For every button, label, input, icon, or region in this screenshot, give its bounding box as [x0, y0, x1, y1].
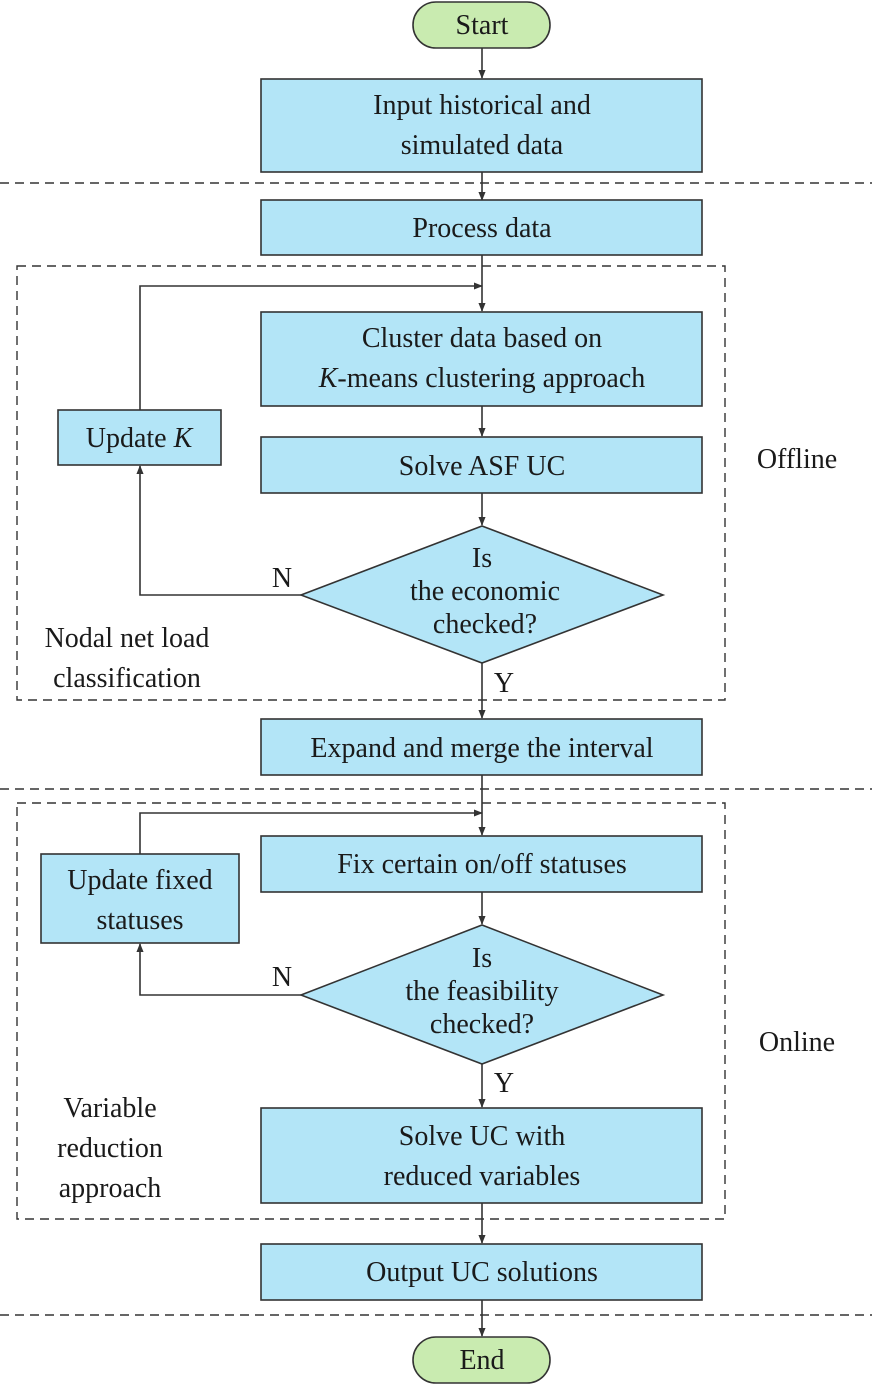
economic-decision-line2: the economic: [410, 576, 560, 607]
process-data-node: Process data: [260, 199, 703, 256]
reduction-region-label-line3: approach: [59, 1173, 162, 1204]
solve-uc-reduced-line1: Solve UC with: [399, 1121, 565, 1152]
cluster-data-label-line1: Cluster data based on: [362, 323, 602, 354]
solve-asf-uc-label: Solve ASF UC: [399, 451, 566, 482]
classification-region-box: [16, 265, 726, 701]
feasibility-no-label: N: [272, 962, 292, 993]
expand-merge-label: Expand and merge the interval: [310, 733, 653, 764]
economic-decision-line3: checked?: [433, 609, 537, 640]
update-k-label: Update K: [86, 423, 194, 454]
classification-region-label-line1: Nodal net load: [45, 623, 210, 654]
feasibility-decision: Is the feasibility checked?: [298, 924, 666, 1065]
fix-statuses-label: Fix certain on/off statuses: [337, 849, 627, 880]
feasibility-decision-line1: Is: [472, 943, 492, 974]
arrow-feasibility-no: [136, 943, 301, 996]
update-fixed-statuses-node: Update fixed statuses: [40, 853, 240, 944]
economic-no-label: N: [272, 563, 292, 594]
reduction-region-box: [16, 802, 726, 1220]
online-phase-label: Online: [759, 1027, 835, 1058]
arrow-update-fixed-loop: [139, 809, 483, 854]
update-fixed-statuses-line2: statuses: [96, 905, 183, 936]
end-label: End: [459, 1345, 504, 1376]
end-node: End: [412, 1336, 551, 1384]
arrow-update-k-loop: [139, 282, 483, 437]
economic-decision: Is the economic checked?: [298, 525, 666, 664]
feasibility-yes-label: Y: [494, 1068, 514, 1099]
reduction-region-label-line2: reduction: [57, 1133, 163, 1164]
solve-uc-reduced-line2: reduced variables: [384, 1161, 581, 1192]
reduction-region-label-line1: Variable: [63, 1093, 156, 1124]
expand-merge-node: Expand and merge the interval: [260, 718, 703, 776]
update-k-node: Update K: [57, 409, 222, 466]
offline-phase-label: Offline: [757, 444, 837, 475]
classification-region-label-line2: classification: [53, 663, 201, 694]
fix-statuses-node: Fix certain on/off statuses: [260, 835, 703, 893]
output-uc-node: Output UC solutions: [260, 1243, 703, 1301]
cluster-data-label-line2: K-means clustering approach: [318, 363, 646, 394]
feasibility-decision-line2: the feasibility: [405, 976, 558, 1007]
input-data-label-line2: simulated data: [401, 130, 564, 161]
process-data-label: Process data: [412, 213, 552, 244]
input-data-node: Input historical and simulated data: [260, 78, 703, 173]
output-uc-label: Output UC solutions: [366, 1257, 598, 1288]
cluster-data-node: Cluster data based on K-means clustering…: [260, 311, 703, 407]
economic-decision-line1: Is: [472, 543, 492, 574]
solve-asf-uc-node: Solve ASF UC: [260, 436, 703, 494]
start-node: Start: [412, 1, 551, 49]
connectors: [136, 48, 486, 1337]
update-fixed-statuses-line1: Update fixed: [67, 865, 212, 896]
economic-yes-label: Y: [494, 668, 514, 699]
feasibility-decision-line3: checked?: [430, 1009, 534, 1040]
arrow-economic-no: [136, 465, 301, 596]
solve-uc-reduced-node: Solve UC with reduced variables: [260, 1107, 703, 1204]
input-data-label-line1: Input historical and: [373, 90, 591, 121]
start-label: Start: [456, 10, 509, 41]
